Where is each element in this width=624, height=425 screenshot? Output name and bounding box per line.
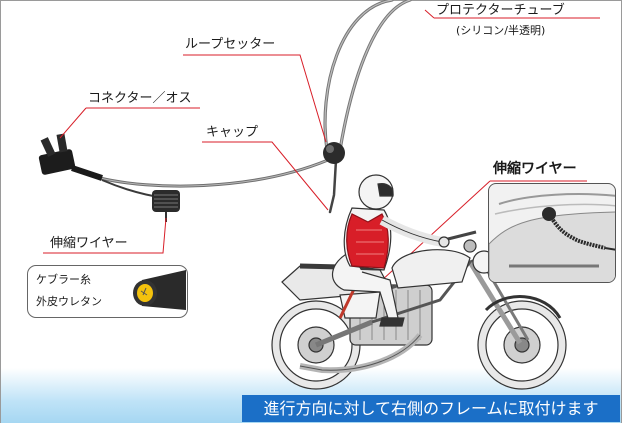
label-loop-setter: ループセッター: [185, 37, 276, 52]
cable-cross-section-art: [133, 270, 186, 310]
label-kevlar-thread: ケブラー糸: [36, 273, 91, 286]
label-cap: キャップ: [206, 125, 259, 140]
label-protector-tube: プロテクターチューブ: [436, 3, 565, 18]
label-urethane-sheath: 外皮ウレタン: [36, 295, 102, 308]
mounting-instruction-banner: 進行方向に対して右側のフレームに取付けます: [242, 395, 620, 422]
protector-tube-loop: [323, 0, 412, 152]
label-stretch-wire-right: 伸縮ワイヤー: [493, 161, 577, 177]
connector-part: [38, 133, 166, 199]
label-stretch-wire-left: 伸縮ワイヤー: [50, 236, 128, 251]
coiled-wire-part: [152, 190, 180, 222]
mounting-detail-art: [489, 193, 615, 282]
mounting-detail-box: [488, 183, 616, 283]
label-protector-tube-material: (シリコン/半透明): [456, 24, 546, 37]
rider-illustration: [332, 174, 450, 327]
main-wire: [98, 158, 338, 214]
label-connector: コネクター／オス: [88, 91, 192, 106]
loop-setter-part: [323, 142, 345, 164]
cable-cross-section-box: [27, 265, 188, 318]
